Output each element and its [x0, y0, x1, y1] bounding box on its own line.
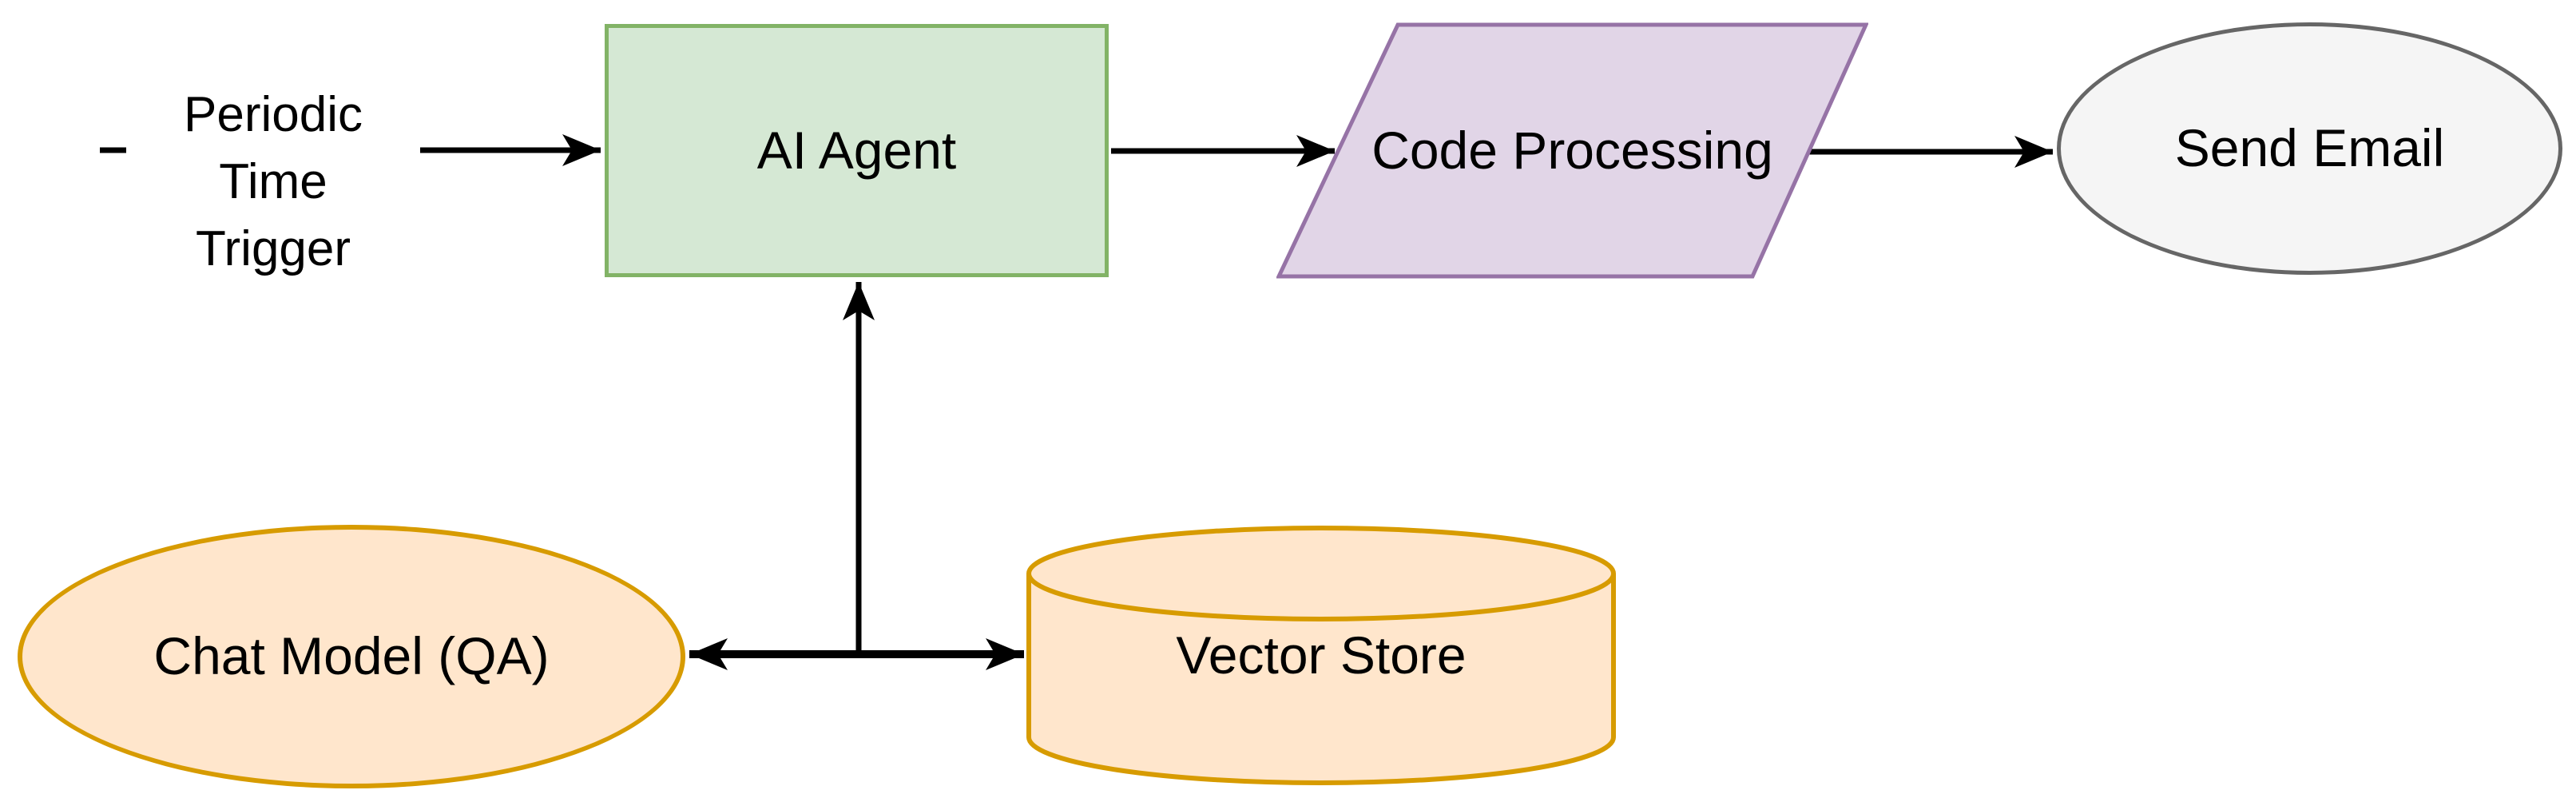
cylinder-rim — [1026, 573, 1616, 621]
node-chat-model[interactable]: Chat Model (QA) — [18, 525, 685, 788]
node-vector-store[interactable]: Vector Store — [1026, 526, 1616, 785]
node-send-email-label: Send Email — [2174, 118, 2445, 178]
node-send-email[interactable]: Send Email — [2057, 22, 2562, 275]
parallelogram-outline — [1276, 22, 1868, 279]
node-code-processing-label: Code Processing — [1371, 120, 1773, 180]
node-ai-agent-label: AI Agent — [756, 120, 957, 180]
periodic-time-trigger-label[interactable]: Periodic Time Trigger — [126, 80, 420, 284]
node-vector-store-label: Vector Store — [1176, 625, 1467, 685]
periodic-time-trigger-label-line1: Periodic Time — [184, 87, 363, 209]
node-ai-agent[interactable]: AI Agent — [605, 24, 1109, 277]
parallelogram-shape — [1276, 22, 1868, 279]
periodic-time-trigger-label-line2: Trigger — [195, 221, 351, 276]
node-chat-model-label: Chat Model (QA) — [153, 626, 550, 686]
cylinder-body — [1026, 526, 1616, 785]
cylinder-shape — [1026, 526, 1616, 785]
node-code-processing[interactable]: Code Processing — [1276, 22, 1868, 279]
